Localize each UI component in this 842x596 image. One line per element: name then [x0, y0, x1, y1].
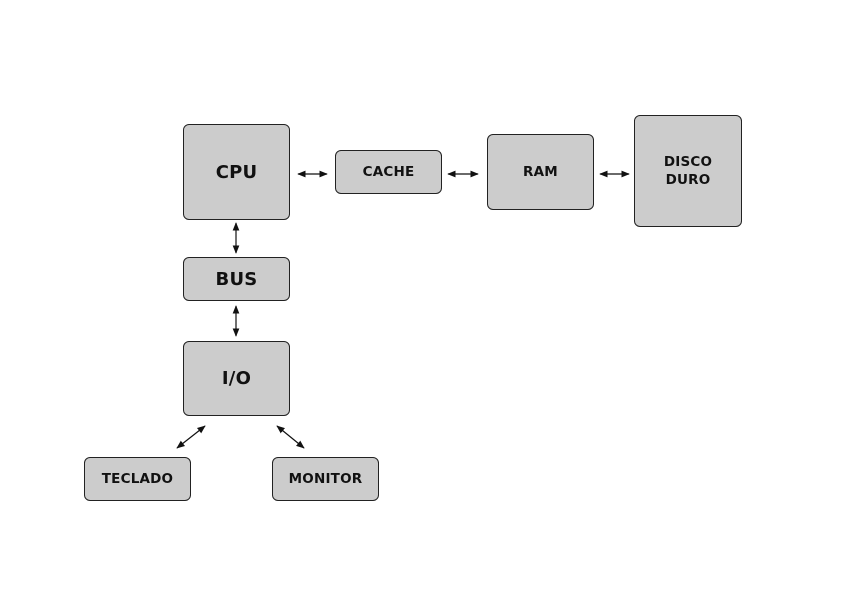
- disco-duro-label: DISCO DURO: [663, 154, 713, 188]
- monitor-label: MONITOR: [288, 471, 363, 487]
- bus-label: BUS: [215, 268, 258, 290]
- ram-node: RAM: [487, 134, 594, 210]
- cache-label: CACHE: [362, 164, 415, 180]
- cpu-node: CPU: [183, 124, 290, 220]
- io-node: I/O: [183, 341, 290, 416]
- arrow-io-teclado: [176, 425, 206, 449]
- io-label: I/O: [221, 368, 252, 389]
- bus-node: BUS: [183, 257, 290, 301]
- ram-label: RAM: [523, 164, 558, 180]
- disco-duro-node: DISCO DURO: [634, 115, 742, 227]
- teclado-label: TECLADO: [101, 471, 174, 487]
- cpu-label: CPU: [215, 161, 258, 183]
- teclado-node: TECLADO: [84, 457, 191, 501]
- monitor-node: MONITOR: [272, 457, 379, 501]
- arrow-io-monitor: [276, 425, 305, 449]
- cache-node: CACHE: [335, 150, 442, 194]
